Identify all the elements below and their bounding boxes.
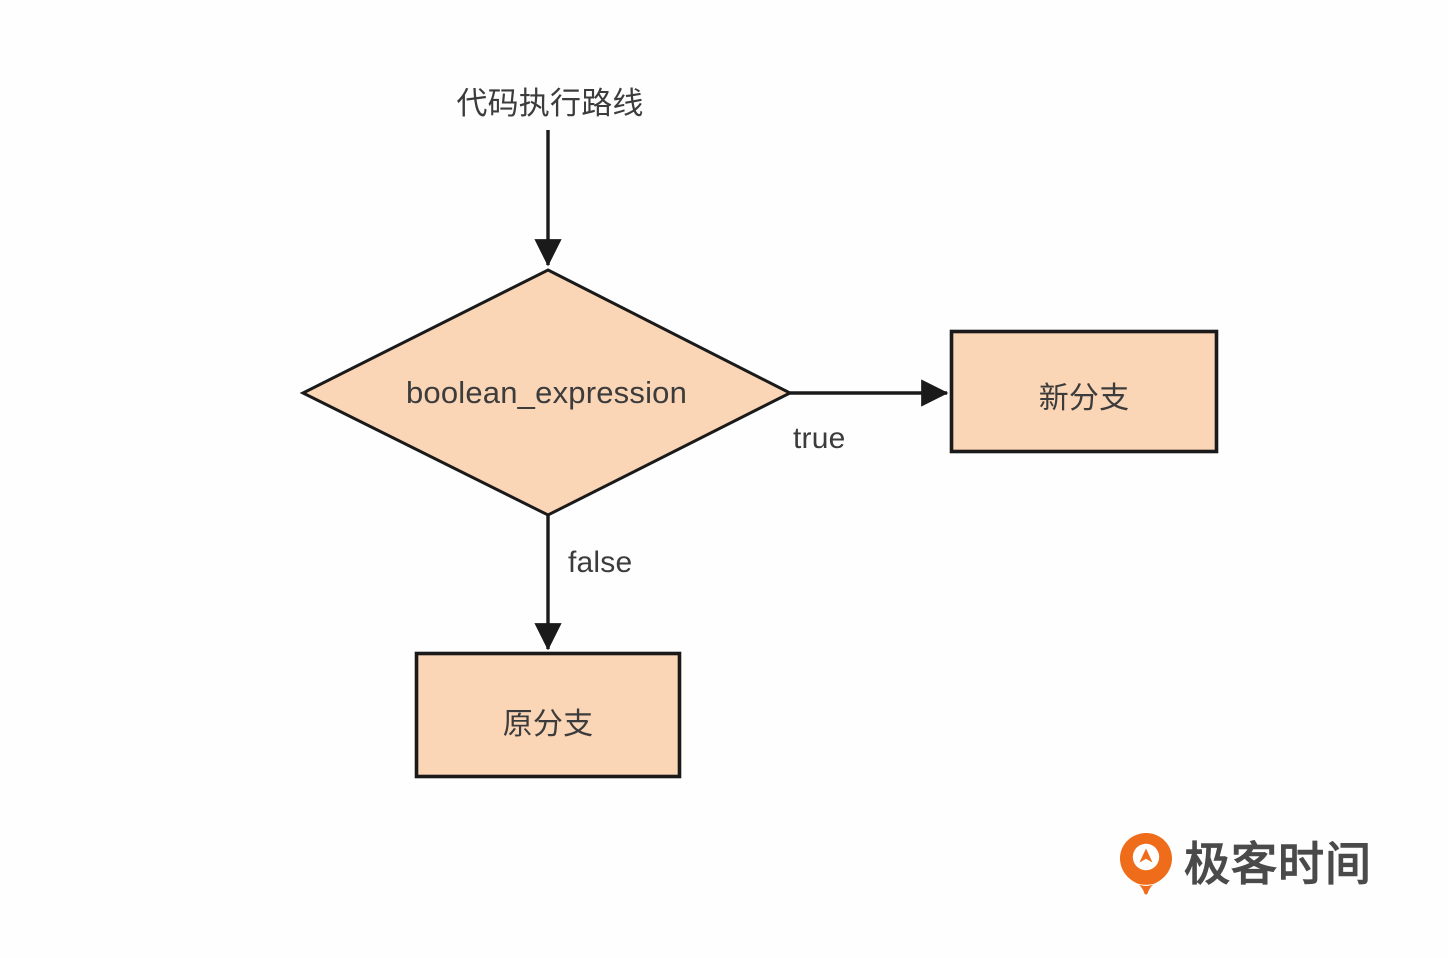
decision-label: boolean_expression [405, 375, 688, 410]
diagram-caption: 代码执行路线 [456, 86, 644, 121]
watermark-brand-text: 极客时间 [1184, 838, 1372, 890]
original-branch-box [414, 651, 682, 779]
new-branch-box [949, 329, 1219, 454]
new-branch-label: 新分支 [1038, 382, 1130, 415]
edge-label-false: false [568, 546, 633, 579]
watermark: 极客时间 [1118, 826, 1372, 902]
geektime-pin-logo-icon [1120, 833, 1172, 895]
edge-label-true: true [793, 422, 846, 455]
original-branch-label: 原分支 [502, 708, 594, 741]
